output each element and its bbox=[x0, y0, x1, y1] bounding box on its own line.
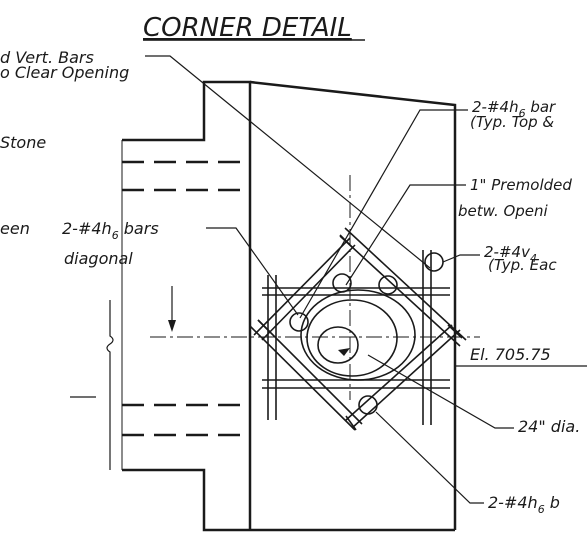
label-een: een bbox=[0, 219, 30, 238]
label-top-bars: 2-#4h6 bar bbox=[472, 98, 556, 120]
label-bars-diag: 2-#4h6 bars bbox=[62, 219, 159, 242]
opening-mid bbox=[306, 299, 398, 377]
label-elevation: El. 705.75 bbox=[470, 345, 551, 364]
label-betw-openi: betw. Openi bbox=[458, 202, 549, 220]
arrowhead-inner bbox=[338, 348, 350, 356]
leader-lines bbox=[145, 55, 587, 504]
drawing-title: CORNER DETAIL bbox=[143, 13, 352, 43]
label-bottom-bars: 2-#4h6 b bbox=[488, 493, 560, 516]
diagonal-bars bbox=[249, 227, 467, 431]
bar-circle-left bbox=[289, 312, 309, 332]
label-dia: 24" dia. bbox=[518, 417, 580, 436]
bar-circle-top bbox=[332, 273, 352, 293]
label-typ-each: (Typ. Eac bbox=[488, 256, 557, 274]
label-diagonal: diagonal bbox=[64, 249, 133, 268]
break-symbol bbox=[106, 300, 114, 470]
opening-inner bbox=[317, 326, 359, 364]
label-premolded: 1" Premolded bbox=[470, 176, 572, 194]
corner-block bbox=[249, 80, 457, 532]
bar-circle-bottom bbox=[358, 395, 378, 415]
arrowhead bbox=[168, 320, 176, 332]
label-clear-opening: o Clear Opening bbox=[0, 63, 129, 82]
label-vert-bars: d Vert. Bars bbox=[0, 48, 94, 67]
bar-circle-top-right bbox=[378, 275, 398, 295]
label-v4: 2-#4v4 bbox=[484, 243, 537, 265]
opening-outer bbox=[300, 289, 416, 381]
bar-circle-outer bbox=[424, 252, 444, 272]
vertical-bars bbox=[267, 250, 432, 425]
label-stone: Stone bbox=[0, 133, 46, 152]
left-wall bbox=[121, 80, 252, 532]
label-typ-top: (Typ. Top & bbox=[470, 113, 554, 131]
